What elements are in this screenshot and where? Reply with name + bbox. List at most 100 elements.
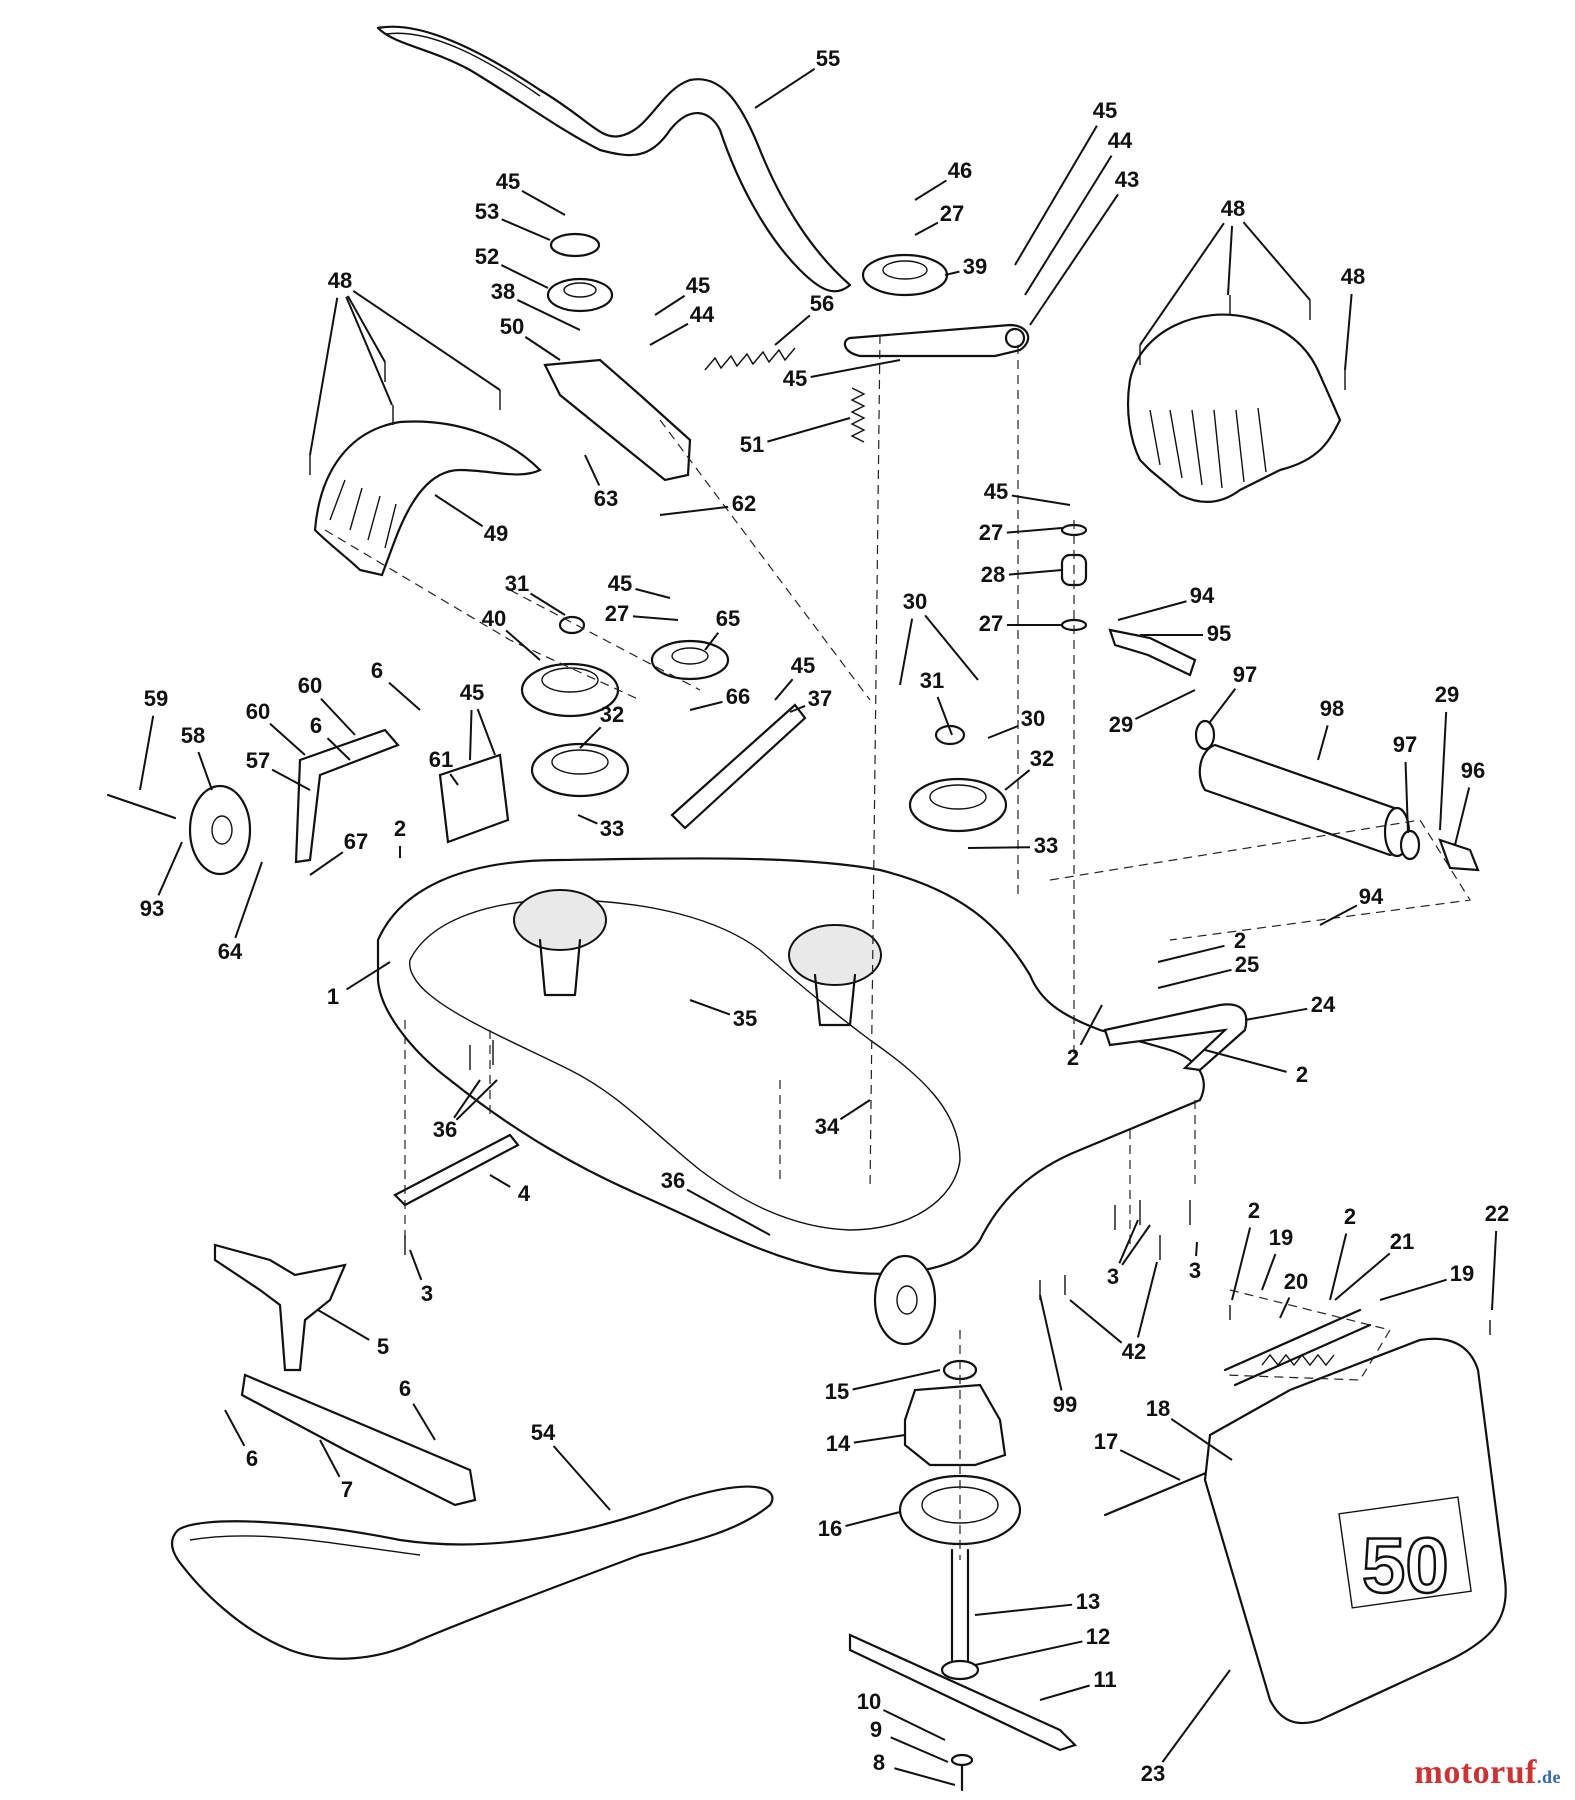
leader-line bbox=[1161, 1669, 1231, 1763]
leader-line bbox=[1039, 1684, 1090, 1701]
leader-line bbox=[853, 1434, 906, 1444]
leader-line bbox=[1004, 769, 1031, 791]
leader-line bbox=[1279, 1297, 1291, 1319]
leader-line bbox=[899, 618, 914, 686]
callout-52: 52 bbox=[475, 244, 499, 269]
callout-12: 12 bbox=[1086, 1624, 1110, 1649]
leader-line bbox=[346, 295, 386, 363]
callout-39: 39 bbox=[963, 254, 987, 279]
leader-line bbox=[882, 1709, 946, 1741]
leader-line bbox=[689, 999, 731, 1016]
leader-line bbox=[1121, 1224, 1151, 1266]
callout-2: 2 bbox=[1067, 1045, 1079, 1070]
callout-94: 94 bbox=[1190, 583, 1215, 608]
callout-59: 59 bbox=[144, 686, 168, 711]
leader-line bbox=[579, 726, 602, 749]
bracket-95 bbox=[1108, 628, 1197, 677]
callout-45: 45 bbox=[496, 169, 520, 194]
leader-line bbox=[388, 681, 421, 711]
callout-55: 55 bbox=[816, 46, 840, 71]
callout-93: 93 bbox=[140, 896, 164, 921]
callout-6: 6 bbox=[310, 713, 322, 738]
callout-42: 42 bbox=[1122, 1339, 1146, 1364]
callout-31: 31 bbox=[920, 668, 944, 693]
callout-97: 97 bbox=[1233, 662, 1257, 687]
callout-49: 49 bbox=[484, 521, 508, 546]
callout-14: 14 bbox=[826, 1431, 851, 1456]
callout-58: 58 bbox=[181, 723, 205, 748]
leader-line bbox=[1069, 1299, 1123, 1344]
callout-24: 24 bbox=[1311, 992, 1336, 1017]
leader-line bbox=[974, 1603, 1073, 1616]
callout-60: 60 bbox=[298, 673, 322, 698]
leader-line bbox=[774, 314, 811, 346]
leader-line bbox=[453, 1079, 481, 1119]
deck-size-badge: 50 bbox=[1362, 1521, 1449, 1609]
leader-line bbox=[1157, 944, 1225, 963]
callout-46: 46 bbox=[948, 158, 972, 183]
callout-44: 44 bbox=[690, 302, 715, 327]
callout-27: 27 bbox=[979, 611, 1003, 636]
leader-line bbox=[1119, 1449, 1181, 1481]
leader-line bbox=[767, 417, 851, 443]
callout-36: 36 bbox=[433, 1117, 457, 1142]
callout-2: 2 bbox=[1296, 1062, 1308, 1087]
callout-3: 3 bbox=[1189, 1258, 1201, 1283]
leader-line bbox=[1011, 494, 1071, 506]
leader-line bbox=[489, 1174, 511, 1188]
leader-line bbox=[1014, 125, 1098, 266]
bracket-24 bbox=[1103, 1003, 1248, 1072]
leader-line bbox=[1139, 222, 1225, 346]
leader-line bbox=[1244, 1007, 1308, 1021]
callout-48: 48 bbox=[1221, 196, 1245, 221]
leader-line bbox=[1231, 1227, 1252, 1301]
callout-97: 97 bbox=[1393, 732, 1417, 757]
leader-line bbox=[839, 1099, 871, 1121]
callout-3: 3 bbox=[421, 1281, 433, 1306]
callout-67: 67 bbox=[344, 829, 368, 854]
leader-line bbox=[326, 737, 351, 761]
leader-line bbox=[409, 1249, 423, 1281]
callout-19: 19 bbox=[1450, 1261, 1474, 1286]
leader-line bbox=[1334, 1252, 1391, 1301]
leader-line bbox=[530, 592, 566, 616]
spring-51 bbox=[850, 387, 866, 443]
leader-line bbox=[1404, 761, 1409, 834]
leader-line bbox=[1006, 527, 1063, 534]
callout-3: 3 bbox=[1107, 1264, 1119, 1289]
leader-line bbox=[271, 768, 311, 791]
callout-31: 31 bbox=[505, 571, 529, 596]
wheel-58 bbox=[188, 784, 252, 876]
plate-61 bbox=[438, 753, 510, 844]
leader-line bbox=[852, 1369, 941, 1391]
leader-line bbox=[469, 709, 473, 761]
leader-line bbox=[234, 861, 263, 939]
leader-line bbox=[505, 629, 541, 661]
callout-4: 4 bbox=[518, 1181, 531, 1206]
spring-56 bbox=[704, 347, 796, 371]
callout-60: 60 bbox=[246, 699, 270, 724]
callout-15: 15 bbox=[825, 1379, 849, 1404]
leader-line bbox=[1024, 155, 1113, 296]
callout-2: 2 bbox=[1248, 1198, 1260, 1223]
callout-6: 6 bbox=[399, 1376, 411, 1401]
spindle-shaft-13 bbox=[950, 1548, 970, 1662]
callout-30: 30 bbox=[1021, 706, 1045, 731]
callout-35: 35 bbox=[733, 1006, 757, 1031]
leader-line bbox=[476, 708, 496, 756]
callout-27: 27 bbox=[940, 201, 964, 226]
leader-line bbox=[1439, 711, 1448, 831]
leader-line bbox=[1117, 600, 1187, 621]
mower-deck-1 bbox=[376, 857, 1205, 1275]
callout-25: 25 bbox=[1235, 952, 1259, 977]
callout-66: 66 bbox=[726, 684, 750, 709]
callout-37: 37 bbox=[808, 686, 832, 711]
leader-line bbox=[139, 715, 155, 791]
leader-line bbox=[455, 1079, 498, 1121]
leader-line bbox=[686, 1188, 771, 1236]
link-37 bbox=[670, 703, 807, 830]
callout-30: 30 bbox=[903, 589, 927, 614]
belt-cover-47 bbox=[1126, 313, 1342, 504]
leader-line bbox=[1261, 1253, 1277, 1291]
link-4 bbox=[393, 1133, 520, 1207]
